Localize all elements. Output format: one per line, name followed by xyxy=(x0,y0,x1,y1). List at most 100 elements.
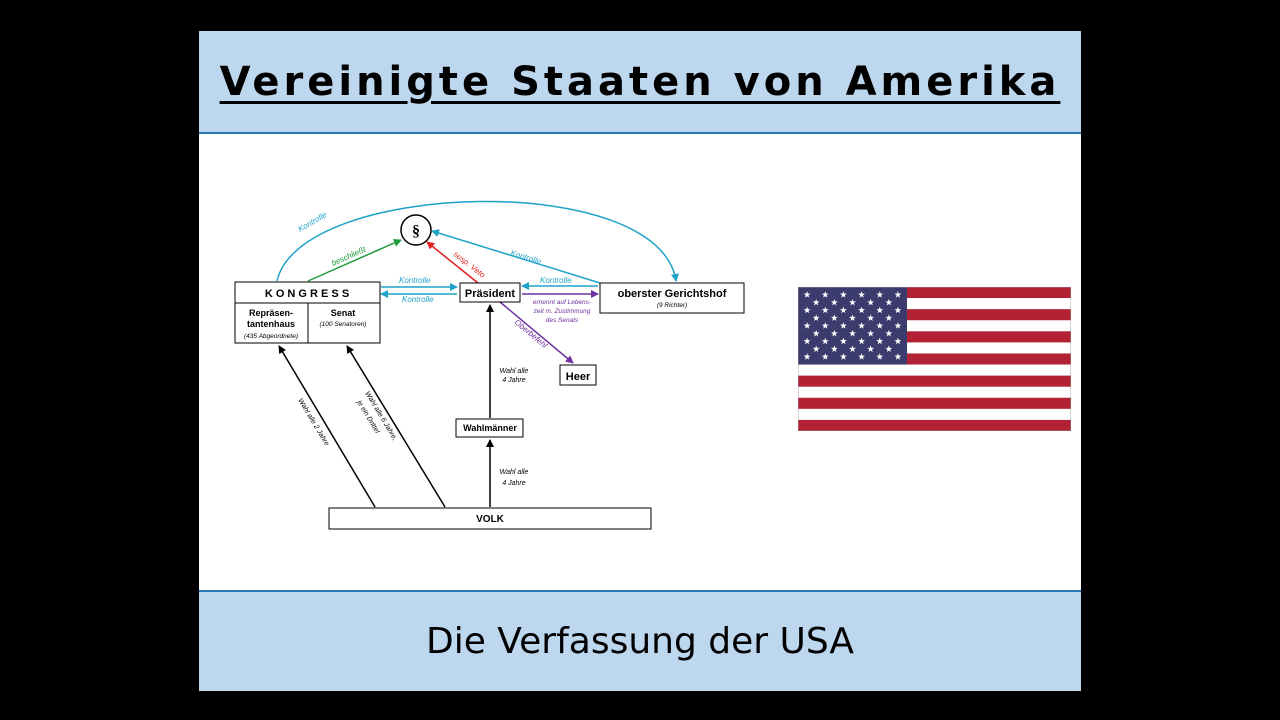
flag-star xyxy=(876,306,884,314)
flag-stripe xyxy=(798,353,1071,365)
flag-star xyxy=(839,291,847,298)
flag-star xyxy=(803,337,811,345)
president-label: Präsident xyxy=(465,288,515,300)
electors-box xyxy=(455,418,524,438)
flag-star xyxy=(849,314,856,321)
label-kontrolle-court-president: Kontrolle xyxy=(540,276,572,285)
people-box xyxy=(328,507,652,530)
flag-star xyxy=(830,314,838,321)
flag-star xyxy=(867,298,875,306)
arrow-susp-veto xyxy=(426,241,479,284)
label-oberbefehl: Oberbefehl xyxy=(513,318,549,350)
senate-note: (100 Senatoren) xyxy=(320,321,367,328)
flag-star xyxy=(803,353,811,360)
flag-star xyxy=(821,337,829,345)
slide-title: Vereinigte Staaten von Amerika xyxy=(219,58,1061,105)
arrow-kontrolle-court-constitution xyxy=(431,229,601,284)
court-box xyxy=(599,282,745,314)
flag-usa-image xyxy=(798,287,1071,431)
flag-star xyxy=(839,337,847,345)
flag-star xyxy=(849,345,856,352)
label-beschliesst: beschließt xyxy=(330,244,368,267)
flag-star xyxy=(867,314,875,321)
house-note: (435 Abgeordnete) xyxy=(244,333,298,340)
flag-star xyxy=(894,306,902,314)
electors-label: Wahlmänner xyxy=(463,423,517,433)
slide-subtitle: Die Verfassung der USA xyxy=(425,621,854,662)
flag-star xyxy=(894,291,902,298)
arrow-beschliesst xyxy=(307,239,402,282)
flag-star xyxy=(803,322,811,329)
label-wahl-electors-2: 4 Jahre xyxy=(502,480,525,487)
flag-stripe xyxy=(798,342,1071,354)
slide-footer: Die Verfassung der USA xyxy=(199,590,1081,691)
arrow-wahl-people-house xyxy=(278,345,376,508)
flag-stripe xyxy=(798,397,1071,410)
label-ernennt-3: des Senats xyxy=(546,317,579,324)
flag-stripe xyxy=(798,364,1071,376)
flag-star xyxy=(885,314,893,321)
flag-stripe xyxy=(798,331,1071,343)
flag-star xyxy=(885,298,893,306)
arrow-oberbefehl xyxy=(499,301,574,364)
flag-star xyxy=(821,322,829,329)
label-wahl-president-1: Wahl alle xyxy=(500,368,529,375)
flag-stripe xyxy=(798,287,1071,299)
flag-star xyxy=(876,337,884,345)
flag-star xyxy=(821,306,829,314)
flag-star xyxy=(830,345,838,352)
flag-stripe xyxy=(798,298,1071,310)
people-label: VOLK xyxy=(476,514,505,525)
heer-box xyxy=(559,364,597,386)
flag-star xyxy=(867,329,875,337)
flag-star xyxy=(839,306,847,314)
flag-star xyxy=(812,298,820,306)
flag-star xyxy=(830,298,838,306)
flag-star xyxy=(885,345,893,352)
flag-star xyxy=(812,345,820,352)
kongress-box xyxy=(234,281,381,344)
flag-star xyxy=(849,329,856,337)
label-kontrolle-court-constitution: Kontrolle xyxy=(509,248,542,266)
house-label-1: Repräsen- xyxy=(249,308,293,318)
senate-label: Senat xyxy=(331,308,356,318)
label-kontrolle-president-congress: Kontrolle xyxy=(402,295,434,304)
constitution-circle xyxy=(400,214,432,246)
label-wahl-president-2: 4 Jahre xyxy=(502,377,525,384)
label-wahl-electors-1: Wahl alle xyxy=(500,469,529,476)
constitution-symbol: § xyxy=(412,223,420,240)
flag-star xyxy=(839,322,847,329)
flag-star xyxy=(894,353,902,360)
slide-header: Vereinigte Staaten von Amerika xyxy=(199,31,1081,134)
flag-star xyxy=(876,353,884,360)
arrow-kontrolle-congress-court xyxy=(276,200,679,282)
kongress-title: K O N G R E S S xyxy=(265,288,349,300)
label-kontrolle-congress-president: Kontrolle xyxy=(399,276,431,285)
arrow-wahl-people-senate xyxy=(346,345,446,508)
flag-star xyxy=(839,353,847,360)
flag-stripe xyxy=(798,309,1071,321)
flag-star xyxy=(876,291,884,298)
flag-star xyxy=(821,291,829,298)
court-note: (9 Richter) xyxy=(657,302,687,309)
flag-star xyxy=(876,322,884,329)
flag-stripe xyxy=(798,320,1071,332)
label-ernennt-1: ernennt auf Lebens- xyxy=(533,299,592,306)
label-kontrolle-top: Kontrolle xyxy=(297,210,329,234)
flag-star xyxy=(894,322,902,329)
flag-stripe xyxy=(798,408,1071,421)
flag-star xyxy=(894,337,902,345)
court-label: oberster Gerichtshof xyxy=(618,288,727,300)
flag-stripe xyxy=(798,419,1071,431)
flag-star xyxy=(858,353,866,360)
flag-star xyxy=(812,329,820,337)
flag-canton xyxy=(798,287,907,365)
flag-star xyxy=(858,306,866,314)
heer-label: Heer xyxy=(566,371,591,383)
flag-star xyxy=(812,314,820,321)
flag-star xyxy=(858,291,866,298)
flag-star xyxy=(821,353,829,360)
flag-star xyxy=(803,291,811,298)
flag-star xyxy=(849,298,856,306)
